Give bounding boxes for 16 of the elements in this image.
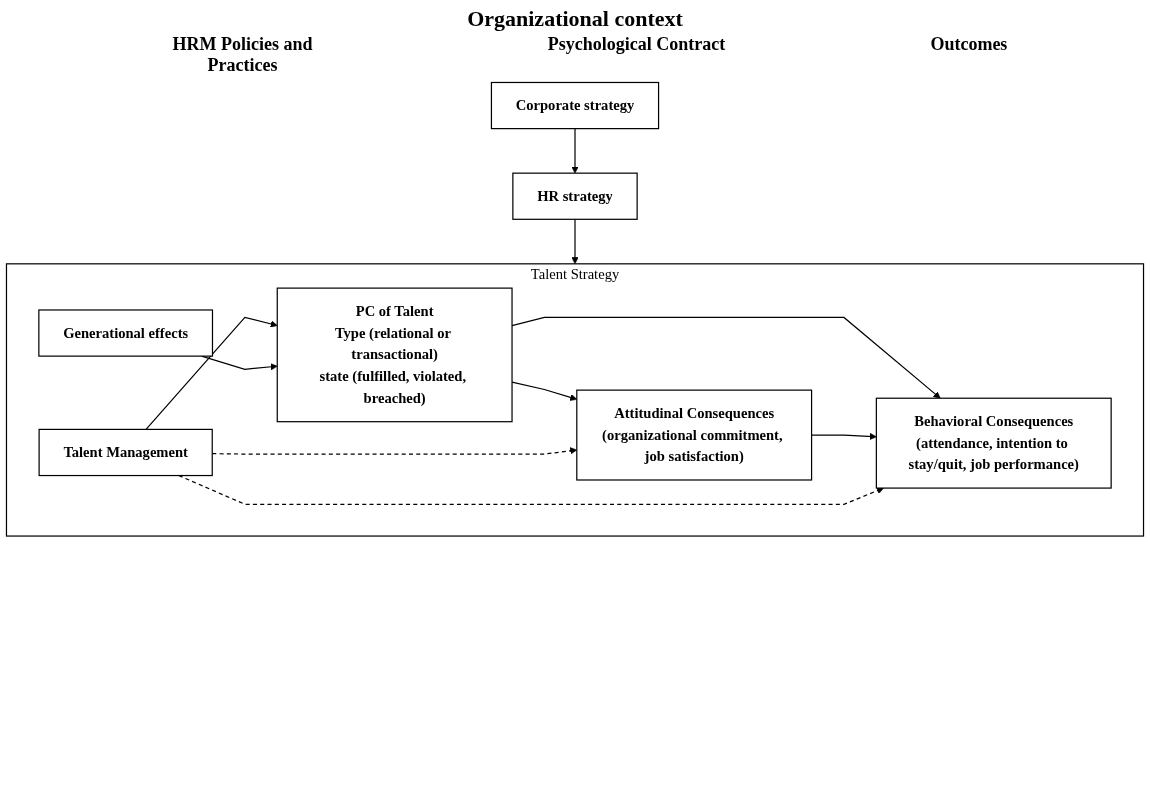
node-box: Talent Management [38,428,213,477]
node-box: Behavioral Consequences (attendance, intention to stay/quit, job performance) [875,397,1112,489]
node-box: HR strategy [512,172,638,220]
arrow [178,474,884,505]
arrow [145,316,278,430]
arrow [811,432,877,440]
node-box: Attitudinal Consequences (organizational commitment, job satisfaction) [576,389,813,481]
node-box: PC of Talent Type (relational or transactional) state (fulfilled, violated, breached) [276,287,513,423]
arrow [571,128,579,174]
column-heading: HRM Policies and Practices [171,34,314,76]
arrow [571,218,579,265]
diagram-title: Organizational context [466,6,684,32]
node-box: Corporate strategy [490,81,660,130]
column-heading: Outcomes [930,34,1008,56]
node-box: Generational effects [38,309,214,357]
column-heading: Psychological Contract [547,34,726,56]
